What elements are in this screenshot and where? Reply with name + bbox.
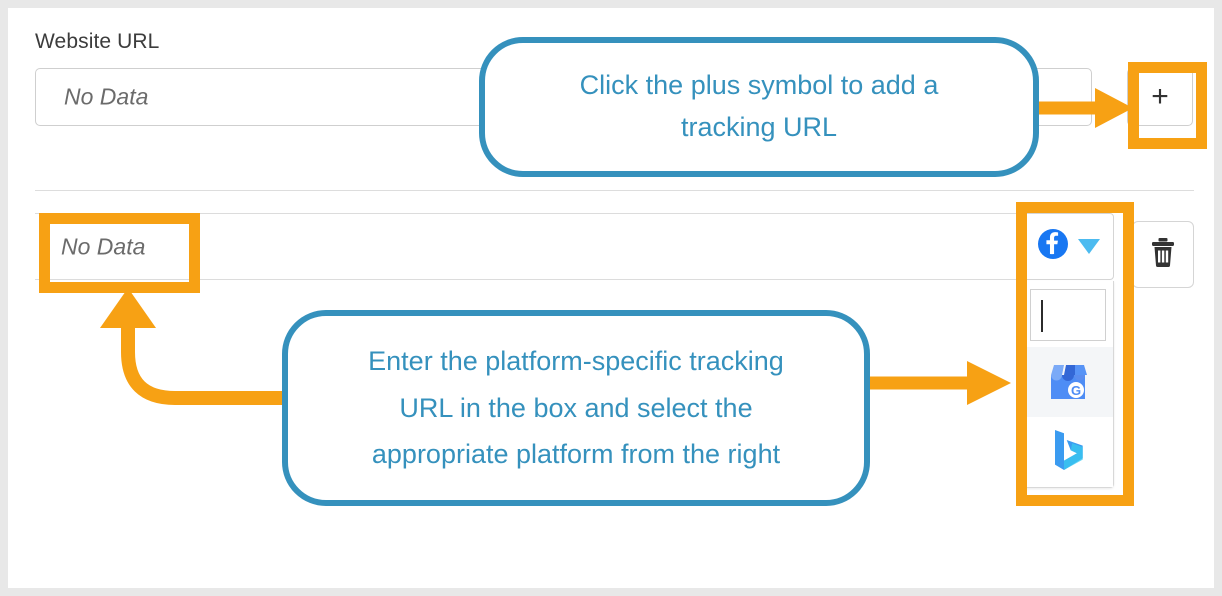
tracking-url-placeholder: No Data bbox=[61, 233, 146, 259]
platform-search-input[interactable] bbox=[1030, 289, 1106, 341]
google-my-business-icon: G bbox=[1043, 355, 1093, 410]
website-url-placeholder: No Data bbox=[64, 83, 149, 110]
arrow-to-platform-selector bbox=[863, 361, 1011, 405]
platform-option-bing[interactable] bbox=[1023, 417, 1113, 487]
section-divider bbox=[35, 190, 1194, 191]
callout-2-line-1: Enter the platform-specific tracking bbox=[368, 346, 784, 377]
svg-text:G: G bbox=[1071, 383, 1081, 398]
trash-icon bbox=[1148, 236, 1178, 273]
callout-add-tracking-url: Click the plus symbol to add a tracking … bbox=[479, 37, 1039, 177]
callout-2-line-3: appropriate platform from the right bbox=[371, 439, 781, 470]
chevron-down-icon[interactable] bbox=[1077, 239, 1100, 254]
callout-2-line-2: URL in the box and select the bbox=[399, 392, 753, 423]
callout-enter-tracking-url: Enter the platform-specific tracking URL… bbox=[282, 310, 870, 506]
plus-icon: + bbox=[1151, 80, 1169, 113]
platform-dropdown-menu[interactable]: G bbox=[1022, 281, 1114, 488]
callout-1-line-2: tracking URL bbox=[680, 112, 838, 142]
arrow-to-no-data-field bbox=[100, 288, 315, 405]
form-canvas: Website URL No Data + No Data bbox=[8, 8, 1214, 588]
tracking-url-input[interactable]: No Data bbox=[35, 213, 1018, 280]
callout-1-line-1: Click the plus symbol to add a bbox=[579, 70, 939, 101]
platform-dropdown[interactable]: G bbox=[1022, 213, 1114, 488]
facebook-icon bbox=[1037, 228, 1069, 265]
website-url-label: Website URL bbox=[35, 30, 160, 53]
add-url-button[interactable]: + bbox=[1127, 68, 1193, 126]
text-cursor bbox=[1041, 300, 1043, 332]
platform-option-google-my-business[interactable]: G bbox=[1023, 347, 1113, 417]
platform-dropdown-trigger[interactable] bbox=[1022, 213, 1114, 280]
bing-icon bbox=[1047, 426, 1089, 479]
delete-row-button[interactable] bbox=[1132, 221, 1194, 288]
